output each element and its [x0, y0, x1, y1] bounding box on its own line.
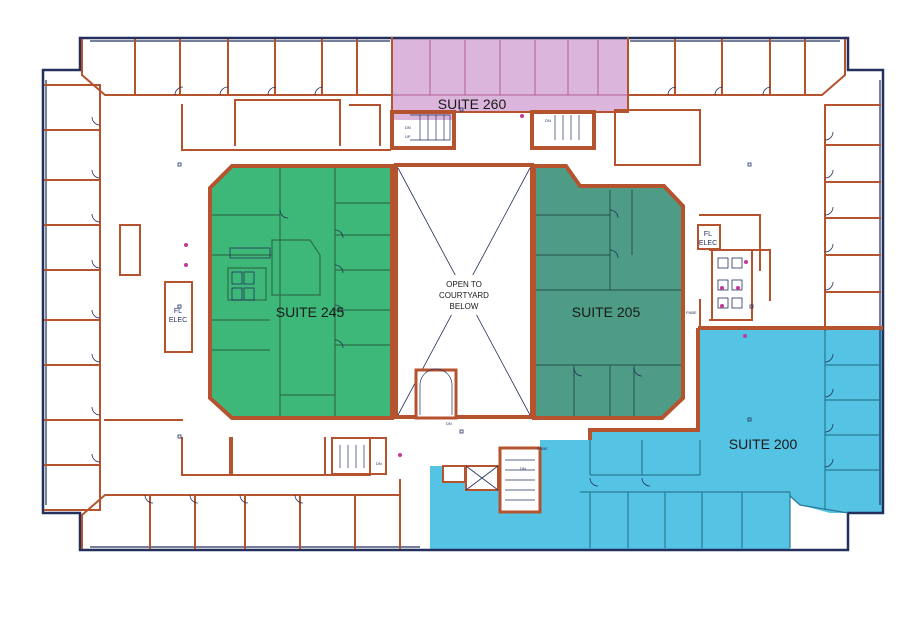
svg-text:FNBE: FNBE	[686, 310, 697, 315]
stair-labels: DN UP DN DN DN DN FNBE FNBE	[376, 118, 697, 471]
suite-260-label: SUITE 260	[438, 96, 507, 112]
svg-text:COURTYARD: COURTYARD	[439, 291, 489, 300]
courtyard-label: OPEN TO COURTYARD BELOW	[439, 280, 489, 311]
suite-245-area[interactable]	[210, 166, 392, 418]
suite-260-area[interactable]	[392, 38, 628, 120]
svg-text:DN: DN	[520, 466, 526, 471]
svg-text:UP: UP	[405, 134, 411, 139]
svg-text:DN: DN	[376, 461, 382, 466]
suite-205-label: SUITE 205	[572, 304, 641, 320]
svg-text:FL: FL	[174, 308, 182, 315]
suite-260-walls	[391, 37, 629, 113]
fl-elec-left-label: FL ELEC	[169, 308, 187, 324]
suite-245-walls	[208, 164, 394, 420]
perimeter-walls	[44, 39, 881, 549]
svg-text:OPEN TO: OPEN TO	[446, 280, 482, 289]
fl-elec-right-label: FL ELEC	[697, 224, 721, 250]
svg-text:DN: DN	[405, 125, 411, 130]
svg-text:DN: DN	[446, 421, 452, 426]
svg-text:ELEC: ELEC	[169, 317, 187, 324]
restroom-right	[711, 249, 753, 321]
column-markers	[177, 107, 754, 439]
suite-200-label: SUITE 200	[729, 436, 798, 452]
svg-text:ELEC: ELEC	[699, 240, 717, 247]
suite-200-area[interactable]	[430, 328, 883, 550]
suite-labels: SUITE 260 SUITE 245 SUITE 205 SUITE 200	[276, 96, 798, 452]
door-swings	[91, 86, 834, 504]
suite-200-walls	[580, 326, 883, 548]
suite-205-area[interactable]	[534, 166, 683, 418]
svg-text:FL: FL	[704, 231, 712, 238]
suite-205-walls	[532, 164, 685, 420]
fixture-markers	[184, 114, 747, 457]
svg-text:BELOW: BELOW	[450, 302, 479, 311]
suite-245-label: SUITE 245	[276, 304, 345, 320]
restroom-left	[229, 247, 271, 301]
svg-text:FNBE: FNBE	[537, 446, 548, 451]
core-walls	[331, 110, 596, 514]
svg-text:DN: DN	[545, 118, 551, 123]
building-outline	[41, 36, 885, 552]
